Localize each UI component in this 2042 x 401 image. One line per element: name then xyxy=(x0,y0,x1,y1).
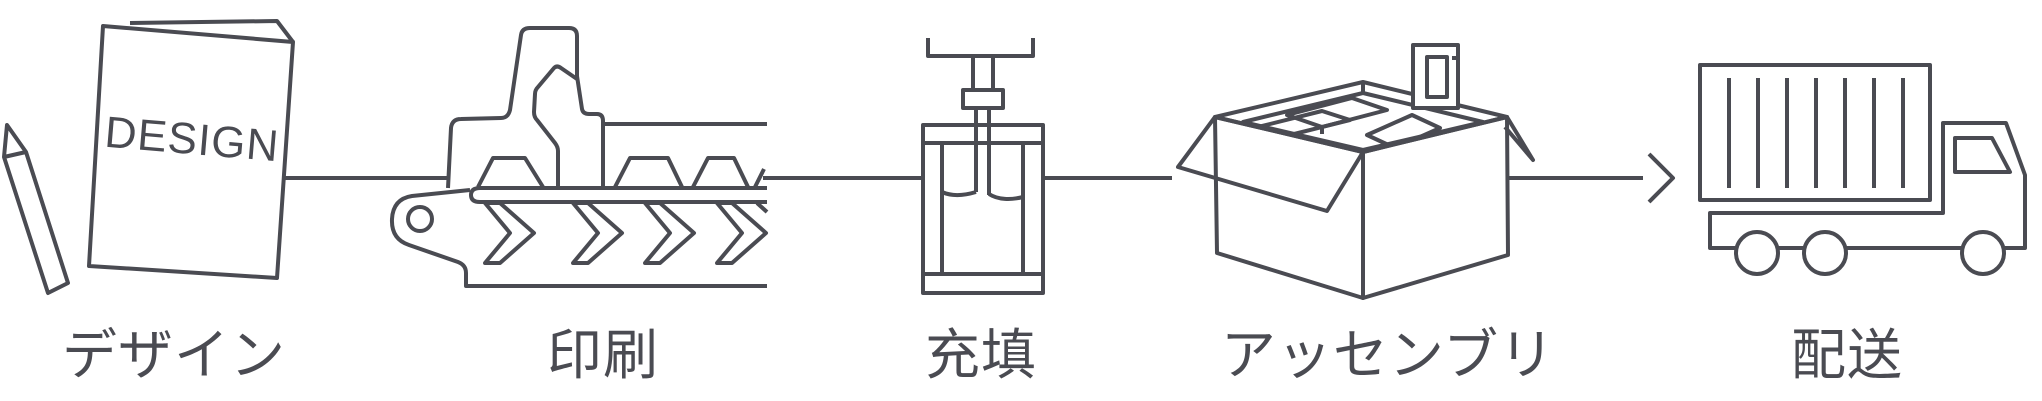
pencil-and-design-brochure-icon: DESIGN xyxy=(2,19,295,295)
printer-body-outline xyxy=(446,26,605,189)
open-packing-box-icon xyxy=(1176,43,1535,300)
filler-body xyxy=(921,123,1045,295)
truck-container xyxy=(1698,63,1932,202)
filler-inner-walls xyxy=(940,143,1025,274)
paper-stack-4-partial xyxy=(753,168,766,188)
flow-connector-lines xyxy=(285,152,1675,204)
cargo-truck-icon xyxy=(1698,63,2027,276)
paper-stack-2 xyxy=(613,156,684,188)
brochure-back-page xyxy=(129,19,295,44)
press-top-bracket xyxy=(926,38,1035,58)
printer-head-outline xyxy=(532,64,579,188)
brochure-cover xyxy=(87,24,295,280)
box-right-face xyxy=(1361,115,1510,300)
step-label-delivery: 配送 xyxy=(1790,324,1903,386)
paper-stack-3 xyxy=(691,156,750,188)
step-label-printing: 印刷 xyxy=(546,324,659,386)
truck-wheel-front xyxy=(1960,230,2006,276)
truck-wheel-rear-1 xyxy=(1734,230,1780,276)
step-label-design: デザイン xyxy=(61,324,286,386)
arrowhead-icon xyxy=(1647,152,1675,204)
printing-press-conveyor-icon xyxy=(389,26,769,288)
truck-container-slats xyxy=(1727,78,1905,188)
press-collar xyxy=(961,88,1005,110)
filling-press-machine-icon xyxy=(921,38,1045,295)
sachet-pouch-icon xyxy=(1411,43,1460,110)
step-label-filling: 充填 xyxy=(924,324,1037,386)
paper-stack-1 xyxy=(476,156,545,189)
pencil-icon xyxy=(2,123,70,295)
step-label-assembly: アッセンブリ xyxy=(1220,324,1556,386)
truck-wheel-rear-2 xyxy=(1802,230,1848,276)
conveyor-top-bar xyxy=(469,186,767,204)
box-left-flap xyxy=(1176,115,1365,213)
box-right-flap xyxy=(1503,115,1535,162)
filler-liquid-level xyxy=(941,190,1024,201)
conveyor-pivot-housing xyxy=(389,188,767,288)
truck-cab-window xyxy=(1953,136,2012,174)
conveyor-belt-chevrons xyxy=(483,201,769,265)
press-piston-rod xyxy=(974,108,991,195)
press-upper-stem xyxy=(971,56,995,90)
conveyor-pivot-wheel xyxy=(406,205,434,233)
